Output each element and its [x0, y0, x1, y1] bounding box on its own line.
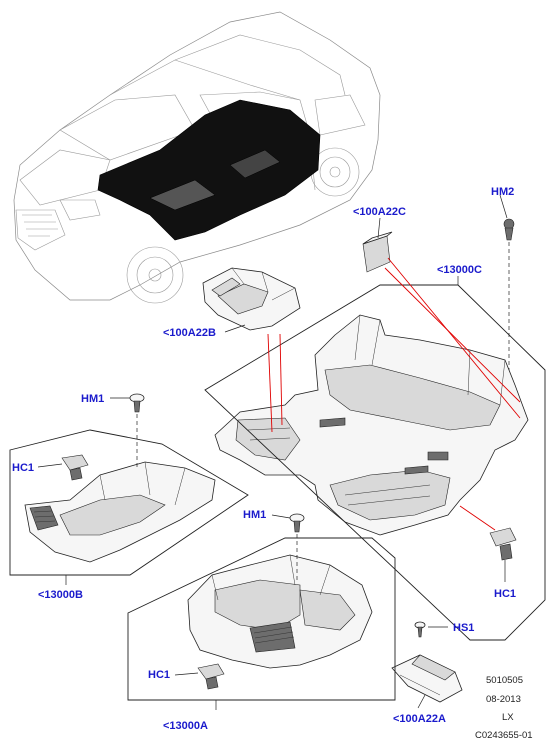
frame-13000c: [204, 284, 546, 641]
callout-hc1-left: HC1: [12, 462, 34, 474]
model-code: LX: [502, 712, 514, 723]
callout-100a22a: <100A22A: [393, 713, 446, 725]
part-13000b-carpet: [24, 461, 216, 563]
ref-number: 5010505: [486, 675, 523, 686]
callout-13000a: <13000A: [163, 720, 208, 732]
part-100a22c-bracket: [362, 231, 393, 273]
callout-100a22b: <100A22B: [163, 327, 216, 339]
fastener-hm1-center: [289, 513, 305, 533]
callout-hm1-center: HM1: [243, 509, 266, 521]
frame-13000a: [127, 537, 396, 701]
callout-hc1-bottom: HC1: [148, 669, 170, 681]
callout-100a22c: <100A22C: [353, 206, 406, 218]
screw-hs1: [414, 621, 426, 638]
callout-13000b: <13000B: [38, 589, 83, 601]
vehicle-carpet-highlight: [97, 99, 321, 241]
vehicle-illustration: [13, 11, 381, 304]
fastener-hm1-left: [129, 393, 145, 413]
callout-hm2: HM2: [491, 186, 514, 198]
red-leader-lines: [267, 257, 521, 531]
clip-hc1-right: [489, 527, 517, 561]
part-13000a-carpet: [187, 554, 373, 669]
diagram-date: 08-2013: [486, 694, 521, 705]
frame-13000b: [9, 429, 249, 576]
clip-hc1-bottom: [197, 663, 225, 690]
callout-hc1-right: HC1: [494, 588, 516, 600]
part-100a22b: [202, 267, 301, 331]
callout-hm1-left: HM1: [81, 393, 104, 405]
fastener-hm2: [503, 218, 515, 241]
callout-13000c: <13000C: [437, 264, 482, 276]
callout-hs1: HS1: [453, 622, 474, 634]
clip-hc1-left: [61, 454, 89, 481]
part-13000c-carpet: [214, 314, 529, 536]
part-100a22a-bracket: [391, 654, 463, 703]
drawing-id: C0243655-01: [475, 730, 533, 741]
